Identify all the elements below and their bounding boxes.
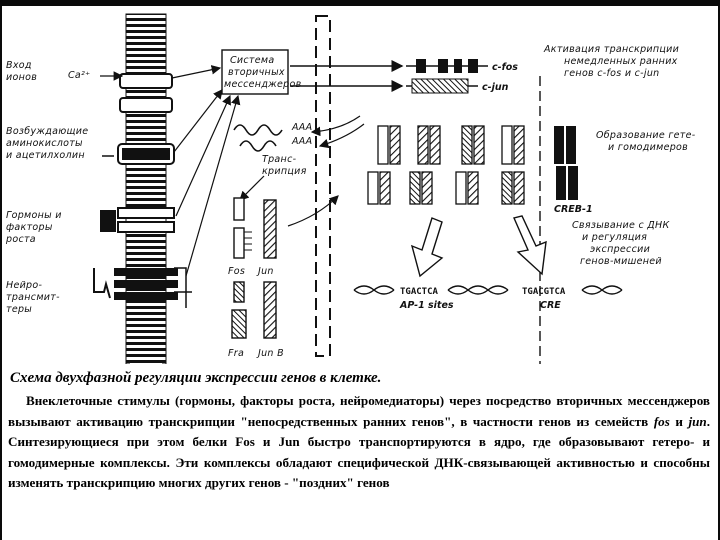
caption-panel: Схема двухфазной регуляции экспрессии ге… <box>2 364 718 540</box>
svg-text:генов-мишеней: генов-мишеней <box>580 256 662 267</box>
caption-jun: jun <box>688 413 707 429</box>
dna-cre: TGACGTCA CRE <box>487 285 623 311</box>
protein-fra: Fra <box>228 281 247 359</box>
svg-text:Транс-: Транс- <box>262 154 297 165</box>
label-calcium: Ca²⁺ <box>68 70 90 81</box>
svg-text:вторичных: вторичных <box>228 67 285 78</box>
mrna-wave-1 <box>233 124 283 136</box>
caption-text-1: Внеклеточные стимулы (гормоны, факторы р… <box>8 393 710 429</box>
protein-jun: Jun <box>256 199 277 277</box>
svg-text:и регуляция: и регуляция <box>582 232 647 243</box>
svg-text:генов c-fos и c-jun: генов c-fos и c-jun <box>564 68 659 79</box>
hormone-ligand <box>100 210 116 232</box>
svg-text:c-jun: c-jun <box>482 82 509 93</box>
gene-cjun: c-jun <box>406 78 509 94</box>
svg-text:Активация транскрипции: Активация транскрипции <box>543 44 679 55</box>
svg-text:факторы: факторы <box>6 222 53 233</box>
svg-text:и гомодимеров: и гомодимеров <box>608 142 688 153</box>
label-transcription: Транс- крипция <box>262 154 307 177</box>
svg-text:роста: роста <box>5 234 36 245</box>
arrow-binding-right <box>513 215 547 276</box>
caption-title: Схема двухфазной регуляции экспрессии ге… <box>10 370 382 386</box>
gene-regulation-diagram: Вход ионов Ca²⁺ Возбуждающие аминокислот… <box>2 6 718 364</box>
svg-text:Fra: Fra <box>228 348 244 359</box>
caption-body: Внеклеточные стимулы (гормоны, факторы р… <box>8 391 710 494</box>
label-activation-transcription: Активация транскрипции немедленных ранни… <box>543 44 679 79</box>
svg-text:Нейро-: Нейро- <box>6 280 43 291</box>
aaa-2: AAA <box>291 136 312 147</box>
caption-text-2: . Синтезирующиеся при этом белки Fos и J… <box>8 413 710 491</box>
svg-text:Связывание с ДНК: Связывание с ДНК <box>572 220 670 231</box>
svg-text:Гормоны и: Гормоны и <box>6 210 62 221</box>
mrna-wave-2 <box>239 140 277 152</box>
label-neurotransmitters: Нейро- трансмит- теры <box>6 280 60 315</box>
cell-membrane <box>114 13 178 364</box>
svg-text:Возбуждающие: Возбуждающие <box>6 126 88 137</box>
svg-text:мессенджеров: мессенджеров <box>224 79 302 90</box>
aaa-1: AAA <box>291 122 312 133</box>
svg-text:Jun B: Jun B <box>256 348 284 359</box>
svg-text:немедленных ранних: немедленных ранних <box>564 56 678 67</box>
svg-text:ионов: ионов <box>6 72 37 83</box>
caption-and: и <box>669 413 689 429</box>
svg-text:аминокислоты: аминокислоты <box>6 138 83 149</box>
protein-fos: Fos <box>228 197 252 277</box>
neurotransmitter-symbol <box>93 268 111 299</box>
svg-text:CRE: CRE <box>540 300 561 311</box>
dimer-row-bottom <box>367 166 578 205</box>
dna-ap1: TGACTCA AP-1 sites <box>353 285 489 311</box>
protein-junb: Jun B <box>256 281 284 359</box>
caption-fos: fos <box>653 413 670 429</box>
svg-text:крипция: крипция <box>262 166 307 177</box>
arrow-binding-left <box>410 217 444 278</box>
svg-text:TGACGTCA: TGACGTCA <box>522 287 566 297</box>
label-binding: Связывание с ДНК и регуляция экспрессии … <box>572 220 670 267</box>
svg-text:и ацетилхолин: и ацетилхолин <box>6 150 85 161</box>
svg-text:трансмит-: трансмит- <box>6 292 60 303</box>
label-formation-dimers: Образование гете- и гомодимеров <box>596 130 696 153</box>
gene-cfos: c-fos <box>406 59 518 73</box>
nuclear-membrane <box>315 15 331 357</box>
svg-text:Fos: Fos <box>228 266 245 277</box>
label-ion-input: Вход ионов <box>6 60 37 83</box>
second-messenger-box: Система вторичных мессенджеров <box>221 49 302 95</box>
svg-text:AP-1 sites: AP-1 sites <box>399 300 454 311</box>
svg-text:экспрессии: экспрессии <box>590 244 650 255</box>
dimer-row-top <box>377 125 576 165</box>
svg-text:TGACTCA: TGACTCA <box>400 287 439 297</box>
svg-text:Вход: Вход <box>6 60 32 71</box>
svg-text:Система: Система <box>230 55 275 66</box>
svg-text:Jun: Jun <box>256 266 274 277</box>
diagram-svg: Вход ионов Ca²⁺ Возбуждающие аминокислот… <box>5 13 696 364</box>
label-hormones: Гормоны и факторы роста <box>5 210 62 245</box>
svg-text:Образование гете-: Образование гете- <box>596 130 696 141</box>
svg-text:теры: теры <box>6 304 32 315</box>
label-excitatory-amino-acids: Возбуждающие аминокислоты и ацетилхолин <box>6 126 88 161</box>
label-creb: CREB-1 <box>554 204 593 215</box>
svg-text:c-fos: c-fos <box>492 62 518 73</box>
